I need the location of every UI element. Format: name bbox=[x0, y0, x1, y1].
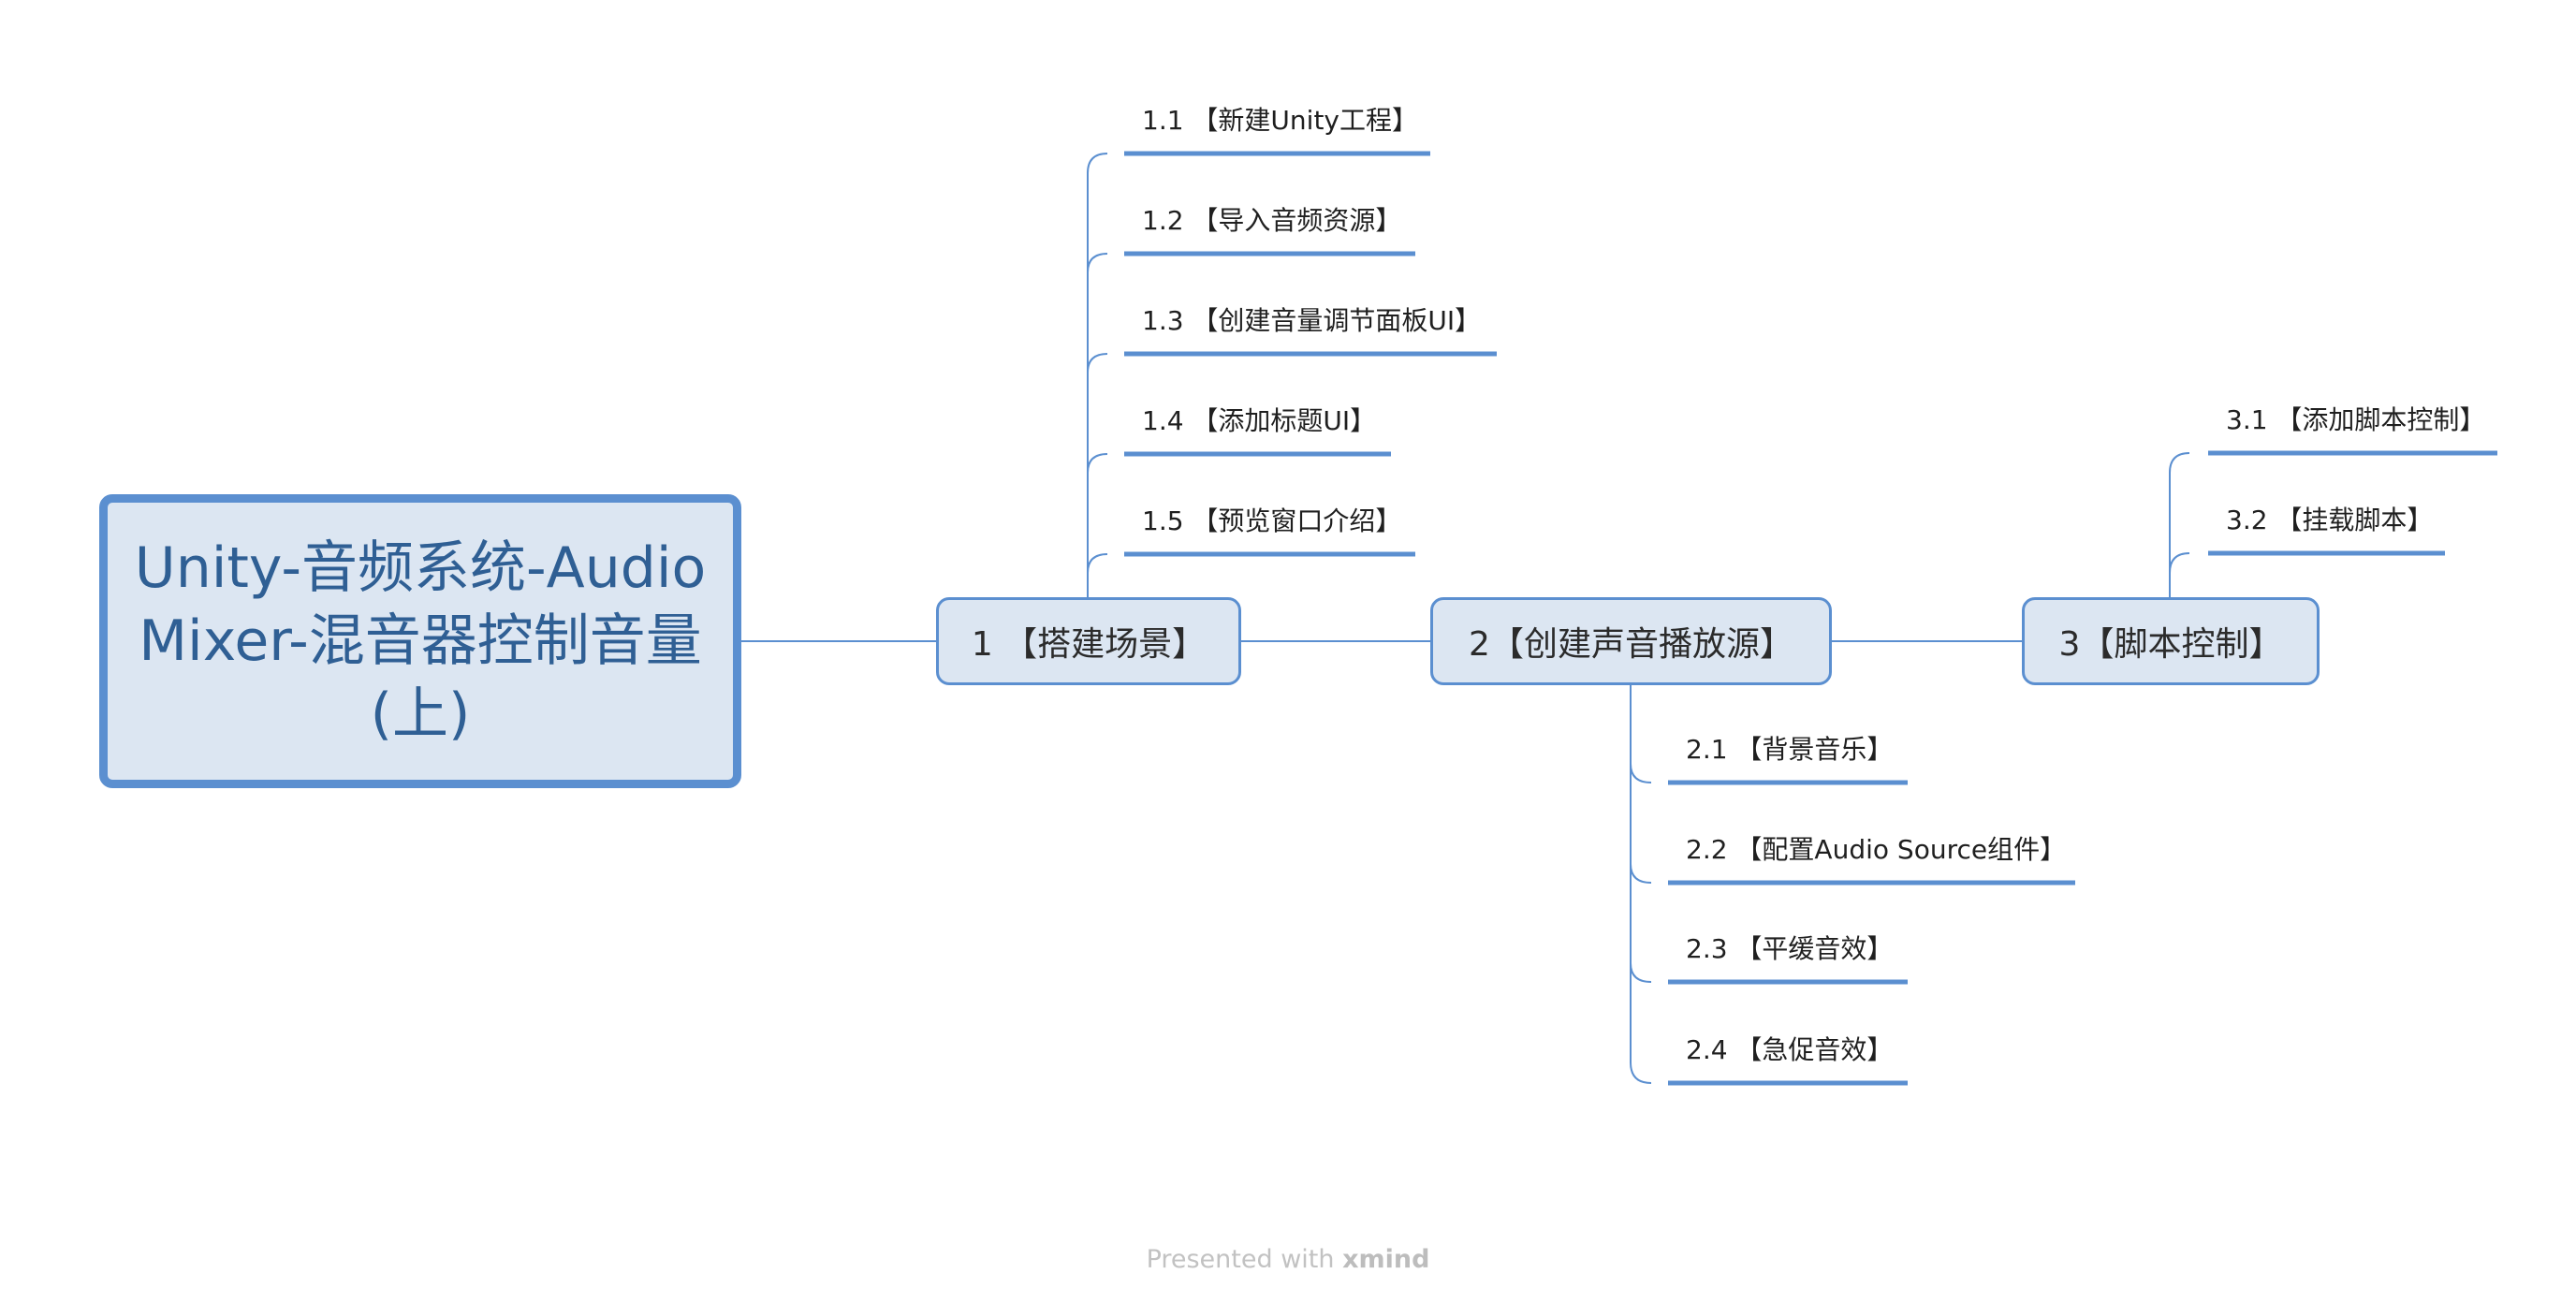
xmind-logo-text: xmind bbox=[1342, 1245, 1430, 1274]
branch-2-label: 2【创建声音播放源】 bbox=[1469, 625, 1793, 664]
subtopic-2-2[interactable]: 2.2 【配置Audio Source组件】 bbox=[1686, 834, 2067, 865]
branch-3-topic[interactable]: 3【脚本控制】 bbox=[2022, 597, 2320, 685]
subtopic-1-2[interactable]: 1.2 【导入音频资源】 bbox=[1142, 205, 1402, 236]
branch-3-label: 3【脚本控制】 bbox=[2058, 625, 2283, 664]
branch-2-topic[interactable]: 2【创建声音播放源】 bbox=[1430, 597, 1832, 685]
subtopic-2-1[interactable]: 2.1 【背景音乐】 bbox=[1686, 734, 1894, 765]
footer-credit: Presented with xmind bbox=[0, 1245, 2576, 1274]
branch-1-topic[interactable]: 1 【搭建场景】 bbox=[936, 597, 1241, 685]
subtopic-1-1[interactable]: 1.1 【新建Unity工程】 bbox=[1142, 105, 1418, 136]
branch-1-label: 1 【搭建场景】 bbox=[971, 625, 1207, 664]
root-title: Unity-音频系统-Audio Mixer-混音器控制音量(上) bbox=[134, 535, 707, 747]
subtopic-3-1[interactable]: 3.1 【添加脚本控制】 bbox=[2226, 404, 2486, 435]
root-topic[interactable]: Unity-音频系统-Audio Mixer-混音器控制音量(上) bbox=[99, 494, 741, 788]
subtopic-1-3[interactable]: 1.3 【创建音量调节面板UI】 bbox=[1142, 305, 1482, 336]
footer-prefix: Presented with bbox=[1146, 1245, 1343, 1274]
subtopic-3-2[interactable]: 3.2 【挂载脚本】 bbox=[2226, 505, 2434, 535]
subtopic-1-5[interactable]: 1.5 【预览窗口介绍】 bbox=[1142, 505, 1402, 536]
subtopic-1-4[interactable]: 1.4 【添加标题UI】 bbox=[1142, 405, 1377, 436]
subtopic-2-3[interactable]: 2.3 【平缓音效】 bbox=[1686, 933, 1894, 964]
subtopic-2-4[interactable]: 2.4 【急促音效】 bbox=[1686, 1034, 1894, 1065]
